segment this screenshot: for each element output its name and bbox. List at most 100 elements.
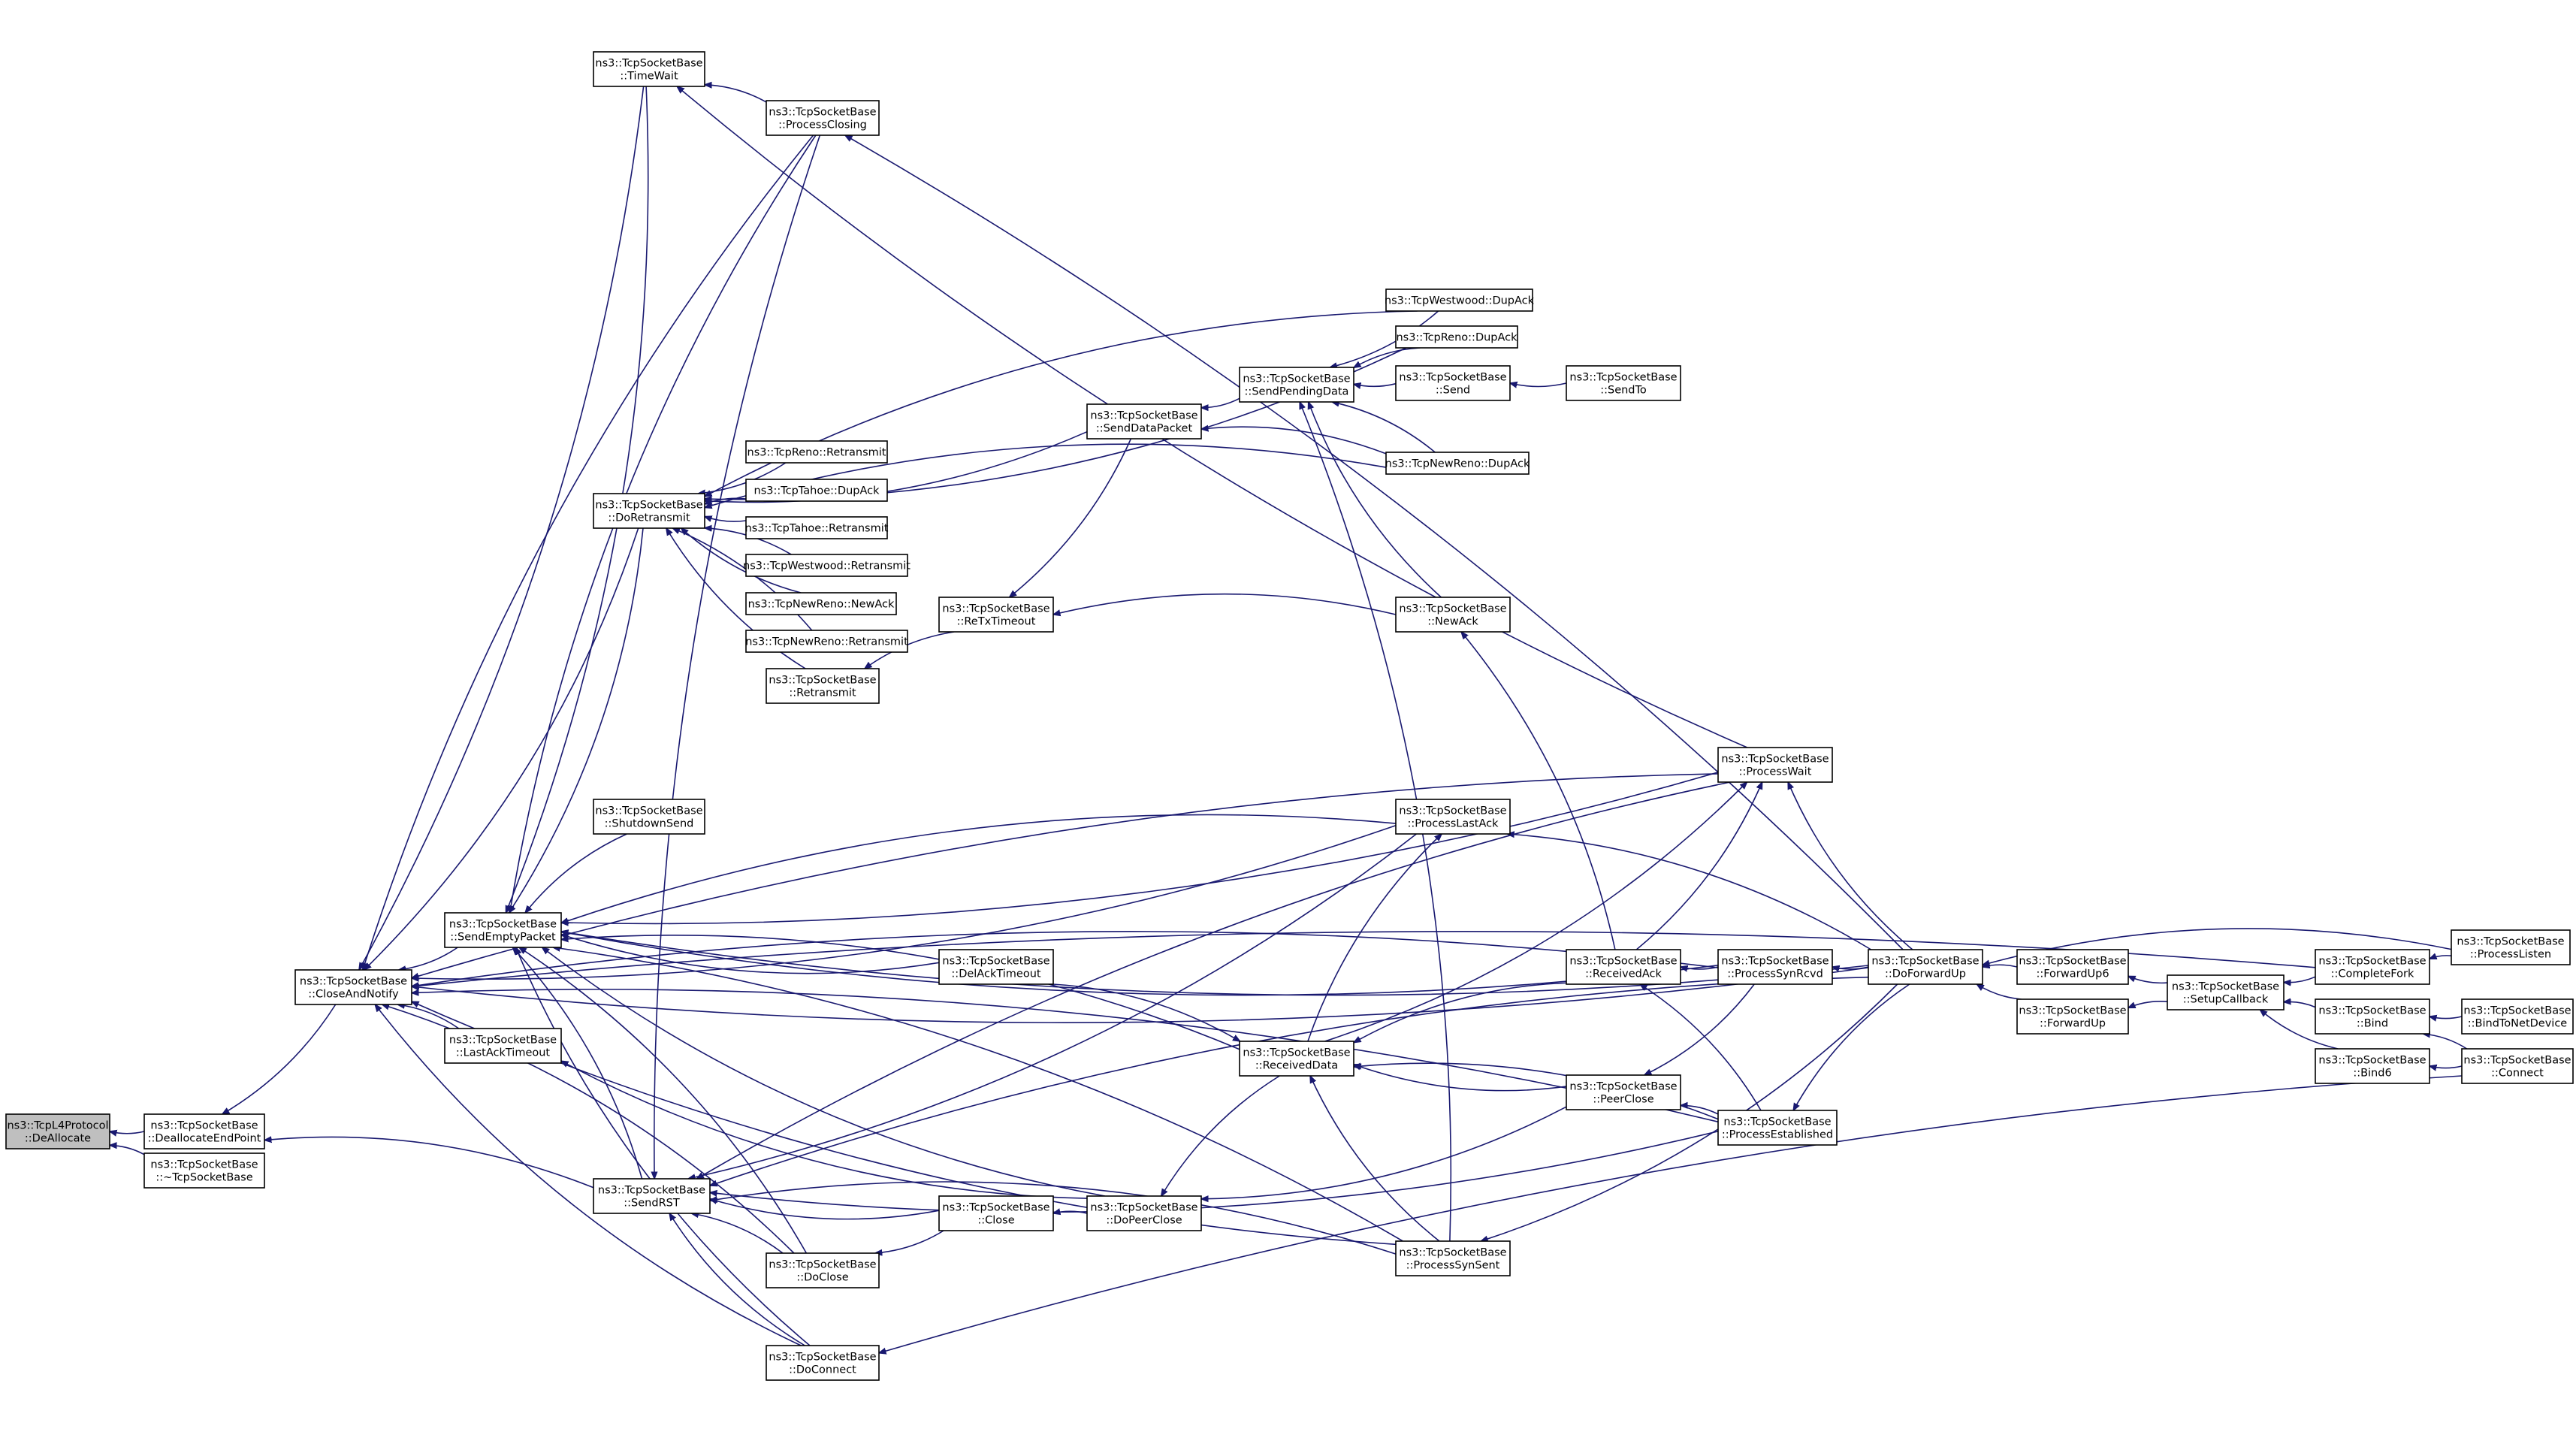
edge-recvData-to-sendEmpty — [561, 934, 1240, 1050]
node-deallocEP[interactable]: ns3::TcpSocketBase::DeallocateEndPoint — [143, 1113, 265, 1149]
edge-procSynRcvd-to-sendEmpty — [561, 932, 1719, 996]
node-completeFork[interactable]: ns3::TcpSocketBase::CompleteFork — [2315, 949, 2430, 985]
edge-procWait-to-timeWait — [677, 86, 1748, 748]
node-bind6[interactable]: ns3::TcpSocketBase::Bind6 — [2315, 1048, 2430, 1084]
node-recvAck[interactable]: ns3::TcpSocketBase::ReceivedAck — [1566, 949, 1681, 985]
node-box-timeWait — [593, 51, 705, 87]
node-bindNet[interactable]: ns3::TcpSocketBase::BindToNetDevice — [2461, 998, 2574, 1035]
node-label-newAck-0: ns3::TcpSocketBase — [1399, 603, 1506, 615]
node-box-procSynSent — [1395, 1240, 1511, 1276]
node-label-shutdownSend-1: ::ShutdownSend — [605, 818, 694, 830]
edge-procLastAck-to-sendEmpty — [561, 814, 1397, 923]
node-renoRetx[interactable]: ns3::TcpReno::Retransmit — [745, 440, 888, 464]
node-reTxTimeout[interactable]: ns3::TcpSocketBase::ReTxTimeout — [938, 597, 1054, 633]
node-fwdUp[interactable]: ns3::TcpSocketBase::ForwardUp — [2016, 998, 2129, 1035]
node-label-doRetransmit-1: ::DoRetransmit — [608, 512, 690, 524]
edge-sendPending-to-sendDataPkt — [1201, 397, 1240, 407]
node-doConnect[interactable]: ns3::TcpSocketBase::DoConnect — [766, 1345, 880, 1381]
node-box-bindNet — [2461, 998, 2574, 1035]
node-box-newAck — [1395, 597, 1511, 633]
node-peerClose[interactable]: ns3::TcpSocketBase::PeerClose — [1566, 1074, 1681, 1110]
node-doPeerClose[interactable]: ns3::TcpSocketBase::DoPeerClose — [1086, 1195, 1202, 1231]
node-box-procEstab — [1717, 1110, 1838, 1146]
edge-doFwdUp-to-procClosing — [845, 135, 1904, 950]
edge-recvData-to-procLastAck — [1307, 834, 1442, 1042]
node-dtor[interactable]: ns3::TcpSocketBase::~TcpSocketBase — [143, 1152, 265, 1189]
node-setupCb[interactable]: ns3::TcpSocketBase::SetupCallback — [2167, 974, 2285, 1010]
node-label-setupCb-1: ::SetupCallback — [2183, 994, 2269, 1006]
node-recvData[interactable]: ns3::TcpSocketBase::ReceivedData — [1239, 1041, 1354, 1077]
node-timeWait[interactable]: ns3::TcpSocketBase::TimeWait — [593, 51, 705, 87]
edge-procListen-to-completeFork — [2430, 956, 2452, 960]
node-doClose[interactable]: ns3::TcpSocketBase::DoClose — [766, 1252, 880, 1288]
node-label-deallocEP-1: ::DeallocateEndPoint — [148, 1133, 261, 1145]
edge-setupCb-to-fwdUp — [2128, 1001, 2168, 1009]
node-tahoeDupAck[interactable]: ns3::TcpTahoe::DupAck — [745, 479, 888, 502]
node-nrRetx[interactable]: ns3::TcpNewReno::Retransmit — [745, 630, 908, 653]
node-label-procClosing-0: ns3::TcpSocketBase — [769, 107, 876, 119]
node-label-nrDupAck-0: ns3::TcpNewReno::DupAck — [1385, 458, 1530, 470]
node-box-doRetransmit — [593, 493, 705, 529]
node-box-doClose — [766, 1252, 880, 1288]
node-label-timeWait-1: ::TimeWait — [620, 71, 678, 83]
node-send[interactable]: ns3::TcpSocketBase::Send — [1395, 365, 1511, 401]
node-procLastAck[interactable]: ns3::TcpSocketBase::ProcessLastAck — [1395, 799, 1511, 835]
node-box-procWait — [1717, 747, 1833, 783]
node-bind[interactable]: ns3::TcpSocketBase::Bind — [2315, 998, 2430, 1035]
node-label-doFwdUp-0: ns3::TcpSocketBase — [1871, 956, 1979, 968]
edge-bindNet-to-bind — [2430, 1017, 2463, 1019]
node-procClosing[interactable]: ns3::TcpSocketBase::ProcessClosing — [766, 100, 880, 136]
node-doRetransmit[interactable]: ns3::TcpSocketBase::DoRetransmit — [593, 493, 705, 529]
node-tahoeRetx[interactable]: ns3::TcpTahoe::Retransmit — [745, 516, 889, 539]
edge-peerClose-to-doPeerClose — [1201, 1106, 1567, 1199]
node-doFwdUp[interactable]: ns3::TcpSocketBase::DoForwardUp — [1868, 949, 1983, 985]
node-label-reTxTimeout-1: ::ReTxTimeout — [957, 616, 1036, 628]
node-sendDataPkt[interactable]: ns3::TcpSocketBase::SendDataPacket — [1086, 403, 1202, 440]
node-label-send-1: ::Send — [1436, 385, 1470, 397]
node-newAck[interactable]: ns3::TcpSocketBase::NewAck — [1395, 597, 1511, 633]
node-procListen[interactable]: ns3::TcpSocketBase::ProcessListen — [2451, 929, 2571, 965]
node-delAckTO[interactable]: ns3::TcpSocketBase::DelAckTimeout — [938, 949, 1054, 985]
node-box-reTxTimeout — [938, 597, 1054, 633]
node-procSynSent[interactable]: ns3::TcpSocketBase::ProcessSynSent — [1395, 1240, 1511, 1276]
edge-sendDataPkt-to-reTxTimeout — [1010, 438, 1132, 597]
node-label-procEstab-0: ns3::TcpSocketBase — [1723, 1116, 1831, 1128]
edge-retransmit-to-doRetransmit — [666, 528, 806, 669]
node-procEstab[interactable]: ns3::TcpSocketBase::ProcessEstablished — [1717, 1110, 1838, 1146]
node-label-fwdUp-0: ns3::TcpSocketBase — [2019, 1005, 2126, 1017]
node-label-completeFork-1: ::CompleteFork — [2331, 968, 2414, 980]
node-westDupAck[interactable]: ns3::TcpWestwood::DupAck — [1385, 288, 1535, 312]
node-connect[interactable]: ns3::TcpSocketBase::Connect — [2461, 1048, 2574, 1084]
node-label-delAckTO-1: ::DelAckTimeout — [951, 968, 1040, 980]
node-sendPending[interactable]: ns3::TcpSocketBase::SendPendingData — [1239, 367, 1354, 403]
node-dealloc[interactable]: ns3::TcpL4Protocol::DeAllocate — [5, 1113, 110, 1149]
node-label-sendTo-0: ns3::TcpSocketBase — [1569, 372, 1677, 384]
node-westRetx[interactable]: ns3::TcpWestwood::Retransmit — [743, 554, 911, 577]
edge-procSynSent-to-sendEmpty — [553, 947, 1403, 1242]
node-label-sendEmpty-1: ::SendEmptyPacket — [450, 932, 556, 944]
edge-lastAckTO-to-closeNotify — [397, 1004, 460, 1029]
node-box-bind6 — [2315, 1048, 2430, 1084]
node-procWait[interactable]: ns3::TcpSocketBase::ProcessWait — [1717, 747, 1833, 783]
node-sendTo[interactable]: ns3::TcpSocketBase::SendTo — [1566, 365, 1681, 401]
node-nrDupAck[interactable]: ns3::TcpNewReno::DupAck — [1385, 452, 1530, 475]
node-sendRST[interactable]: ns3::TcpSocketBase::SendRST — [593, 1178, 711, 1214]
node-shutdownSend[interactable]: ns3::TcpSocketBase::ShutdownSend — [593, 799, 705, 835]
node-retransmit[interactable]: ns3::TcpSocketBase::Retransmit — [766, 668, 880, 704]
node-label-procWait-0: ns3::TcpSocketBase — [1721, 754, 1829, 766]
node-label-retransmit-1: ::Retransmit — [789, 687, 856, 699]
node-procSynRcvd[interactable]: ns3::TcpSocketBase::ProcessSynRcvd — [1717, 949, 1833, 985]
node-label-bind6-0: ns3::TcpSocketBase — [2318, 1055, 2426, 1067]
edge-doPeerClose-to-sendEmpty — [542, 947, 1106, 1197]
node-fwdUp6[interactable]: ns3::TcpSocketBase::ForwardUp6 — [2016, 949, 2129, 985]
edge-fwdUp-to-doFwdUp — [1977, 984, 2022, 1000]
node-nrNewAck[interactable]: ns3::TcpNewReno::NewAck — [745, 592, 897, 615]
node-box-renoRetx — [745, 440, 888, 464]
node-close[interactable]: ns3::TcpSocketBase::Close — [938, 1195, 1054, 1231]
node-lastAckTO[interactable]: ns3::TcpSocketBase::LastAckTimeout — [444, 1028, 562, 1064]
node-renoDupAck[interactable]: ns3::TcpReno::DupAck — [1395, 325, 1518, 349]
node-label-lastAckTO-0: ns3::TcpSocketBase — [449, 1035, 557, 1047]
node-closeNotify[interactable]: ns3::TcpSocketBase::CloseAndNotify — [294, 969, 412, 1005]
node-sendEmpty[interactable]: ns3::TcpSocketBase::SendEmptyPacket — [444, 912, 562, 948]
